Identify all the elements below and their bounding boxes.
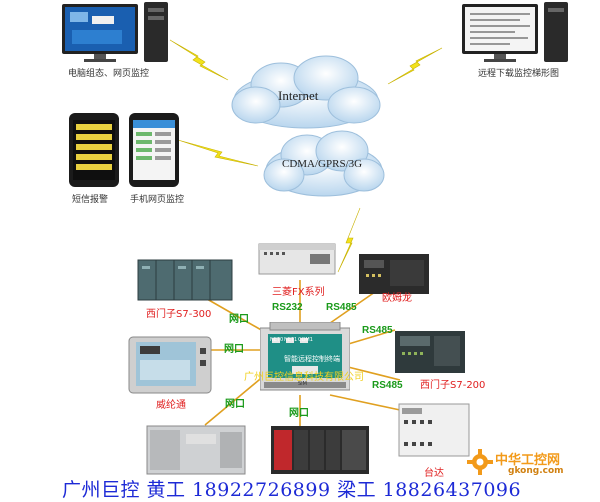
- remote-controller: [259, 321, 351, 394]
- phone-sms: [68, 112, 120, 188]
- pc-left-label: 电脑组态、网页监控: [68, 69, 150, 79]
- controller-title: 智能远程控制终端: [284, 355, 340, 363]
- controller-box-icon: [259, 321, 351, 391]
- plc-icon: [359, 254, 429, 294]
- pc-right: [460, 2, 570, 64]
- internet-cloud: [231, 55, 381, 129]
- weinview-label: 威纶通: [156, 400, 186, 411]
- net-left-low-label: 网口: [225, 399, 245, 410]
- cdma-cloud: [263, 130, 385, 197]
- controller-company: 广州巨控信息科技有限公司: [244, 372, 364, 383]
- siemens-300-label: 西门子S7-300: [146, 309, 212, 320]
- computer-monitor-icon: [62, 2, 168, 62]
- omron-label: 欧姆龙: [382, 293, 412, 304]
- internet-label: Internet: [278, 88, 319, 103]
- net-left-mid-label: 网口: [224, 344, 244, 355]
- bottom-center-plc: [270, 424, 370, 476]
- controller-port-2: NET1: [284, 337, 298, 343]
- pc-right-label: 远程下载监控梯形图: [478, 69, 560, 79]
- watermark-url: gkong.com: [508, 466, 564, 476]
- net-bottom-label: 网口: [289, 408, 309, 419]
- lightning-icon: [337, 207, 361, 273]
- footer-contact: 广州巨控 黄工 18922726899 梁工 18826437096: [62, 479, 522, 501]
- gear-icon: [467, 449, 493, 475]
- net-left-top-label: 网口: [229, 314, 249, 325]
- weinview-hmi: [128, 336, 212, 394]
- phone-web: [128, 112, 180, 188]
- omron-plc: [358, 252, 430, 296]
- mitsubishi-plc: [258, 240, 336, 276]
- mobile-web-label: 手机网页监控: [130, 195, 185, 205]
- computer-monitor-icon: [462, 2, 568, 62]
- hmi-screen-icon: [128, 336, 212, 394]
- lightning-icons: [169, 39, 443, 273]
- rs485-right-label: RS485: [362, 325, 393, 336]
- plc-icon: [146, 425, 246, 475]
- plc-icon: [258, 243, 336, 275]
- plc-icon: [395, 331, 465, 373]
- rs485-low-label: RS485: [372, 380, 403, 391]
- bottom-left-plc: [146, 424, 246, 476]
- rs232-label: RS232: [272, 302, 303, 313]
- pc-left: [60, 2, 170, 64]
- plc-icon: [398, 403, 470, 457]
- siemens-200-label: 西门子S7-200: [420, 380, 486, 391]
- lightning-icon: [387, 47, 443, 85]
- sms-label: 短信报警: [72, 195, 109, 205]
- cdma-label: CDMA/GPRS/3G: [282, 158, 363, 170]
- controller-port-1: NET0: [270, 337, 284, 343]
- mobile-phone-icon: [129, 113, 179, 187]
- rs485-top-label: RS485: [326, 302, 357, 313]
- watermark-brand: 中华工控网: [495, 453, 561, 468]
- plc-icon: [271, 426, 369, 474]
- mobile-phone-icon: [69, 113, 119, 187]
- siemens-200-plc: [394, 330, 466, 374]
- lightning-icon: [169, 39, 229, 81]
- mitsubishi-label: 三菱FX系列: [272, 287, 325, 298]
- plc-icon: [137, 259, 233, 301]
- siemens-300-plc: [136, 256, 236, 302]
- controller-port-4: SIM: [298, 381, 307, 387]
- lightning-icon: [177, 139, 259, 167]
- delta-label: 台达: [424, 468, 444, 479]
- delta-plc: [398, 402, 470, 458]
- controller-port-3: COM1: [298, 337, 313, 343]
